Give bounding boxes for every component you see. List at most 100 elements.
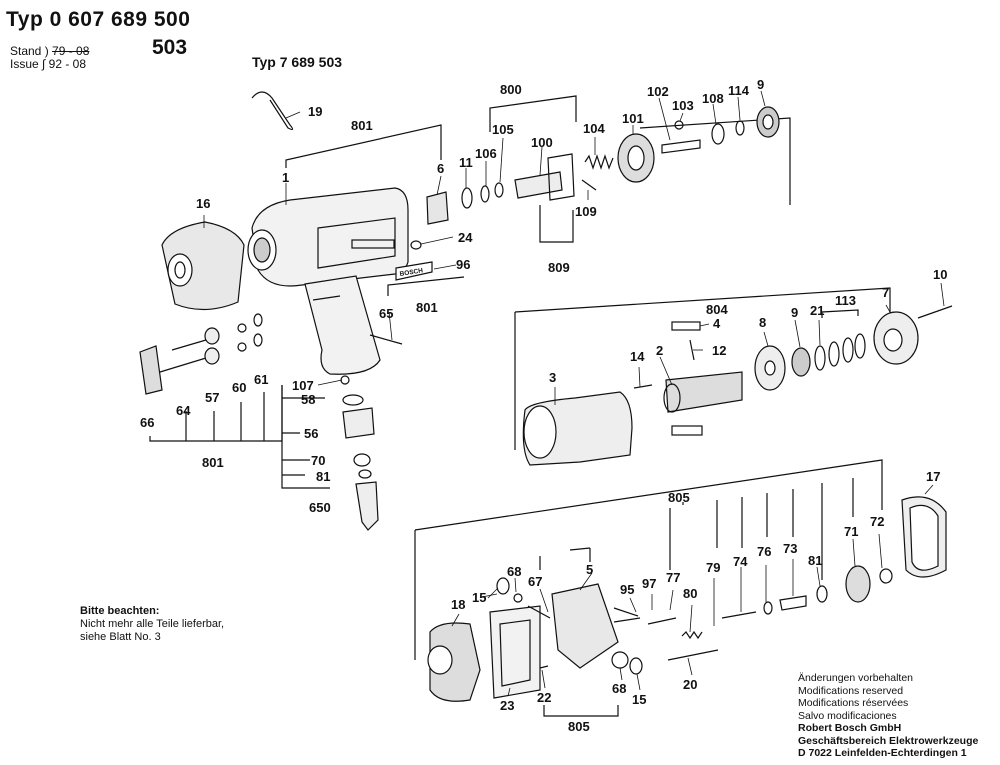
part-label: 74	[733, 554, 748, 569]
valve-parts-drawing	[340, 375, 379, 531]
part-label: 96	[456, 257, 470, 272]
part-label: 9	[757, 77, 764, 92]
part-label: 804	[706, 302, 728, 317]
part-label: 11	[459, 155, 473, 170]
page-title: Typ 0 607 689 500	[6, 8, 191, 31]
company-division: Geschäftsbereich Elektrowerkzeuge	[798, 734, 979, 747]
part-label: 9	[791, 305, 798, 320]
part-label: 58	[301, 392, 315, 407]
part-label: 800	[500, 82, 522, 97]
brand-plate-text: BOSCH	[399, 267, 424, 278]
part-label: 18	[451, 597, 465, 612]
stand-line: Stand ) 79 - 08	[10, 44, 90, 58]
spring-clip-drawing	[251, 91, 294, 131]
stand-label: Stand	[10, 44, 42, 58]
part-label: 1	[282, 170, 289, 185]
part-label: 23	[500, 698, 514, 713]
part-label: 57	[205, 390, 219, 405]
part-label: 805	[568, 719, 590, 734]
part-label: 805	[668, 490, 690, 505]
type-suffix: 503	[152, 36, 188, 59]
part-label: 21	[810, 303, 824, 318]
part-label: 104	[583, 121, 605, 136]
ring-106-drawing	[480, 185, 490, 203]
part-label: 5	[586, 562, 593, 577]
part-label: 71	[844, 524, 858, 539]
ball-103-drawing	[674, 120, 684, 130]
ring-11-drawing	[461, 187, 473, 209]
part-label: 101	[622, 111, 644, 126]
ring-114-drawing	[735, 120, 745, 136]
part-label: 73	[783, 541, 797, 556]
part-label: 3	[549, 370, 556, 385]
bearing-9-upper-drawing	[756, 106, 780, 138]
part-label: 102	[647, 84, 669, 99]
part-label: 114	[728, 83, 750, 98]
part-label: 70	[311, 453, 325, 468]
part-label: 56	[304, 426, 318, 441]
part-label: 60	[232, 380, 246, 395]
impact-parts-drawing	[427, 496, 947, 702]
issue-value: 92 - 08	[48, 57, 87, 71]
part-label: 64	[176, 403, 191, 418]
spring-104-drawing	[584, 154, 614, 170]
part-label: 809	[548, 260, 570, 275]
part-label: 109	[575, 204, 597, 219]
part-label: 12	[712, 343, 726, 358]
part-label: 2	[656, 343, 663, 358]
screw-24-drawing	[410, 240, 422, 250]
subtype-title: Typ 7 689 503	[252, 54, 343, 70]
part-label: 106	[475, 146, 497, 161]
part-label: 103	[672, 98, 694, 113]
part-label: 14	[630, 349, 645, 364]
part-label: 65	[379, 306, 393, 321]
motor-parts-drawing	[522, 305, 953, 466]
note-line: Nicht mehr alle Teile lieferbar,	[80, 618, 225, 630]
part-label: 97	[642, 576, 656, 591]
part-label: 81	[808, 553, 822, 568]
sleeve-drawing	[426, 191, 449, 225]
company-address: D 7022 Leinfelden-Echterdingen 1	[798, 747, 967, 759]
spindle-drawing	[514, 153, 575, 201]
part-label: 19	[308, 104, 322, 119]
availability-note: Bitte beachten: Nicht mehr alle Teile li…	[80, 605, 224, 644]
part-label: 650	[309, 500, 331, 515]
part-label: 68	[507, 564, 521, 579]
part-label: 16	[196, 196, 210, 211]
part-label: 8	[759, 315, 766, 330]
part-label: 95	[620, 582, 634, 597]
part-label: 77	[666, 570, 680, 585]
part-label: 15	[472, 590, 486, 605]
issue-label: Issue	[10, 57, 39, 71]
control-parts-drawing	[139, 313, 263, 395]
brand-plate: BOSCH	[395, 261, 433, 281]
note-heading: Bitte beachten:	[80, 605, 160, 617]
housing-drawing	[247, 187, 409, 375]
company-name: Robert Bosch GmbH	[798, 722, 902, 734]
part-label: 61	[254, 372, 268, 387]
part-label: 17	[926, 469, 940, 484]
legal-line: Modifications reserved	[798, 684, 904, 697]
gear-101-drawing	[617, 133, 655, 183]
part-label: 80	[683, 586, 697, 601]
part-label: 67	[528, 574, 542, 589]
issue-line: Issue ∫ 92 - 08	[10, 57, 87, 71]
part-label: 79	[706, 560, 720, 575]
part-label: 76	[757, 544, 771, 559]
leader-lines	[203, 90, 945, 697]
part-label: 81	[316, 469, 330, 484]
part-label: 113	[835, 293, 856, 308]
part-label: 801	[202, 455, 224, 470]
legal-block: Änderungen vorbehalten Modifications res…	[798, 672, 978, 760]
part-label: 4	[713, 316, 721, 331]
bushing-108-drawing	[711, 123, 725, 145]
part-label: 68	[612, 681, 626, 696]
part-label: 105	[492, 122, 514, 137]
legal-line: Modifications réservées	[798, 697, 909, 709]
part-label: 22	[537, 690, 551, 705]
part-label: 6	[437, 161, 444, 176]
pin-109-drawing	[581, 179, 597, 191]
part-label: 107	[292, 378, 314, 393]
part-label: 15	[632, 692, 646, 707]
